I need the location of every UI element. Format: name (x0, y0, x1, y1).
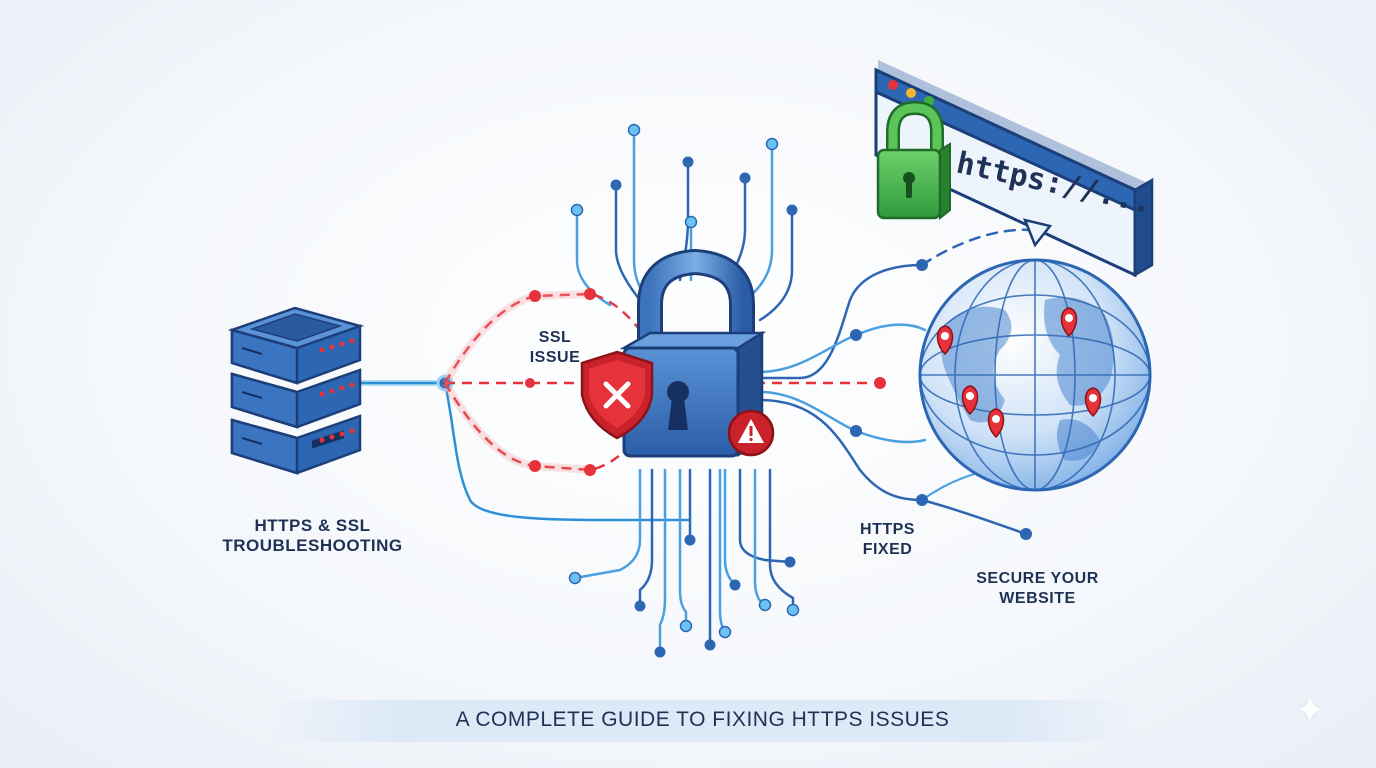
error-nodes (525, 288, 886, 476)
server-label-line-2: TROUBLESHOOTING (222, 536, 403, 555)
ssl-issue-line-2: ISSUE (529, 349, 581, 366)
https-fixed-line-1: HTTPS (860, 521, 915, 538)
secure-website-line-1: SECURE YOUR (976, 570, 1099, 587)
server-label: HTTPS & SSL TROUBLESHOOTING (205, 516, 420, 556)
ssl-issue-line-1: SSL (538, 329, 572, 346)
server-label-line-1: HTTPS & SSL (254, 516, 371, 535)
map-pins (936, 307, 1102, 439)
padlock-icon (619, 248, 767, 458)
shield-error-icon (580, 350, 654, 440)
map-pin-icon (987, 408, 1005, 439)
trace-nodes (436, 123, 1032, 658)
https-fixed-label: HTTPS FIXED (840, 520, 935, 560)
map-pin-icon (1060, 307, 1078, 338)
footer-title: A COMPLETE GUIDE TO FIXING HTTPS ISSUES (455, 708, 950, 731)
https-fixed-line-2: FIXED (862, 541, 913, 558)
globe-icon (918, 258, 1152, 492)
secure-website-label: SECURE YOUR WEBSITE (950, 569, 1125, 609)
server-icon (227, 306, 365, 475)
map-pin-icon (936, 325, 954, 356)
green-lock-icon (876, 100, 951, 221)
secure-website-line-2: WEBSITE (999, 590, 1076, 607)
warning-icon (727, 409, 775, 457)
sparkle-icon: ✦ (1294, 688, 1326, 732)
ssl-issue-label: SSL ISSUE (510, 328, 600, 368)
map-pin-icon (1084, 387, 1102, 418)
map-pin-icon (961, 385, 979, 416)
footer-band (265, 700, 1140, 742)
